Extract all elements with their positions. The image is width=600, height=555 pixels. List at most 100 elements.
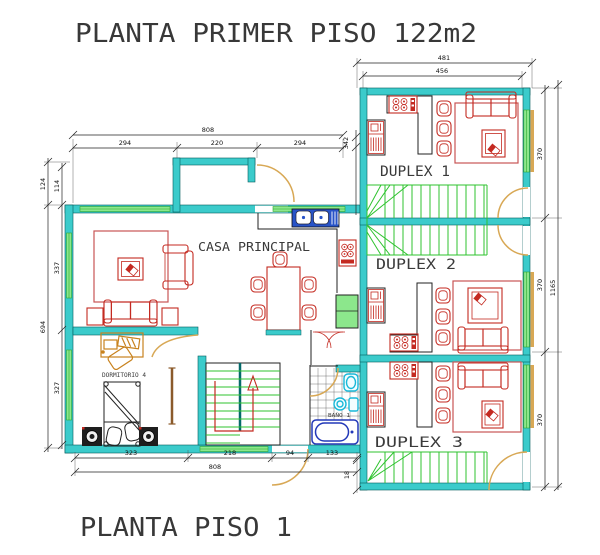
tv-table-icon [481, 129, 506, 158]
room-label-dormitorio: DORMITORIO 4 [102, 372, 146, 379]
fridge-icon [366, 119, 386, 156]
tv-table-icon [481, 400, 504, 429]
casa-living-room [86, 230, 194, 327]
dimension-labels: 481 456 808 294 220 294 342 124 694 114 … [39, 54, 557, 479]
dim-label: 218 [224, 449, 236, 457]
room-label-casa: CASA PRINCIPAL [198, 239, 310, 254]
door-leaf [168, 367, 176, 425]
bano1-room: BAÑO 1 [309, 364, 361, 445]
bathroom-sink-icon [343, 373, 359, 392]
kitchen-sink-icon [291, 208, 340, 228]
rug [452, 280, 522, 351]
duplex1-room: DUPLEX 1 [366, 91, 519, 180]
rug [454, 102, 519, 164]
side-table-icon [86, 307, 104, 326]
main-entrance-door-arc [271, 448, 309, 486]
chair-icon [250, 304, 266, 321]
casa-kitchen [257, 208, 359, 365]
bathroom-door-arc [309, 367, 339, 397]
chair-icon [272, 251, 288, 268]
duplex2-room [366, 280, 522, 354]
chair-icon [435, 365, 451, 382]
duplex3-room: DUPLEX 3 [366, 361, 522, 451]
dim-label: 220 [211, 139, 223, 147]
page-subtitle: PLANTA PISO 1 [80, 513, 292, 543]
dormitorio4-room: DORMITORIO 4 [82, 332, 199, 447]
chair-icon [435, 386, 451, 403]
sofa-icon [465, 91, 517, 119]
side-table-icon [161, 307, 179, 326]
dim-label: 337 [53, 262, 61, 274]
chair-icon [435, 308, 451, 325]
fridge-icon [366, 287, 386, 324]
dim-label: 694 [39, 321, 47, 333]
duplex-landing-door-arc [497, 187, 529, 219]
sofa-icon [457, 326, 509, 354]
dining-table [266, 266, 301, 331]
chair-icon [435, 287, 451, 304]
dim-label: 370 [536, 148, 544, 160]
duplex1-counter [386, 95, 433, 155]
tv-table-icon [467, 287, 503, 324]
dim-label: 808 [202, 126, 214, 134]
chair-icon [435, 407, 451, 424]
bathtub-icon [311, 419, 359, 445]
dim-label: 294 [119, 139, 131, 147]
fridge-icon [366, 391, 386, 428]
duplex-bottom-stairs [367, 451, 488, 483]
chair-icon [250, 276, 266, 293]
dim-label: 370 [536, 279, 544, 291]
duplex3-door-arc [488, 451, 528, 491]
dim-label: 342 [342, 137, 350, 149]
dim-label: 114 [53, 180, 61, 192]
dim-label: 133 [326, 449, 338, 457]
room-label-duplex3: DUPLEX 3 [375, 435, 463, 451]
dimension-lines [43, 58, 563, 495]
dim-label: 94 [286, 449, 294, 457]
nightstand-speaker-icon [82, 427, 102, 446]
entry-vestibule [172, 157, 295, 213]
sofa-icon [103, 299, 158, 327]
duplex-landing-door-arc [497, 224, 529, 256]
nightstand-speaker-icon [139, 427, 158, 446]
dim-label: 370 [536, 414, 544, 426]
room-label-duplex1: DUPLEX 1 [380, 164, 450, 180]
casa-principal-walls [64, 204, 361, 454]
rug [452, 361, 522, 433]
fridge-green-icon [335, 294, 359, 329]
stove-icon [338, 239, 357, 267]
chair-icon [436, 140, 452, 157]
sofa-icon [457, 362, 509, 390]
toilet-icon [333, 397, 359, 412]
casa-stairs [205, 362, 281, 446]
dim-label: 327 [53, 382, 61, 394]
dim-label: 18 [343, 471, 351, 479]
entry-door-arc [256, 164, 295, 203]
room-label-duplex2: DUPLEX 2 [376, 257, 456, 273]
dim-label: 323 [125, 449, 137, 457]
room-label-bano: BAÑO 1 [328, 412, 350, 419]
bedroom-door-arc [151, 334, 199, 358]
stair-up-arrow [247, 374, 259, 391]
duplex3-counter [389, 361, 433, 428]
dim-label: 808 [209, 463, 221, 471]
page-title: PLANTA PRIMER PISO 122m2 [75, 19, 477, 49]
bed-icon [103, 381, 141, 447]
dim-label: 294 [294, 139, 306, 147]
armchair-icon [162, 244, 194, 290]
dim-label: 481 [438, 54, 450, 62]
chair-icon [436, 100, 452, 117]
bench [265, 329, 302, 336]
duplex-block-walls [359, 87, 534, 491]
double-door-icon [313, 331, 345, 349]
chair-icon [436, 120, 452, 137]
chair-icon [301, 304, 317, 321]
dim-label: 124 [39, 178, 47, 190]
dim-label: 456 [436, 67, 448, 75]
chair-icon [301, 276, 317, 293]
dim-label: 1165 [549, 280, 557, 297]
duplex-mid-stairs [366, 184, 488, 256]
desk-icon [100, 332, 144, 371]
